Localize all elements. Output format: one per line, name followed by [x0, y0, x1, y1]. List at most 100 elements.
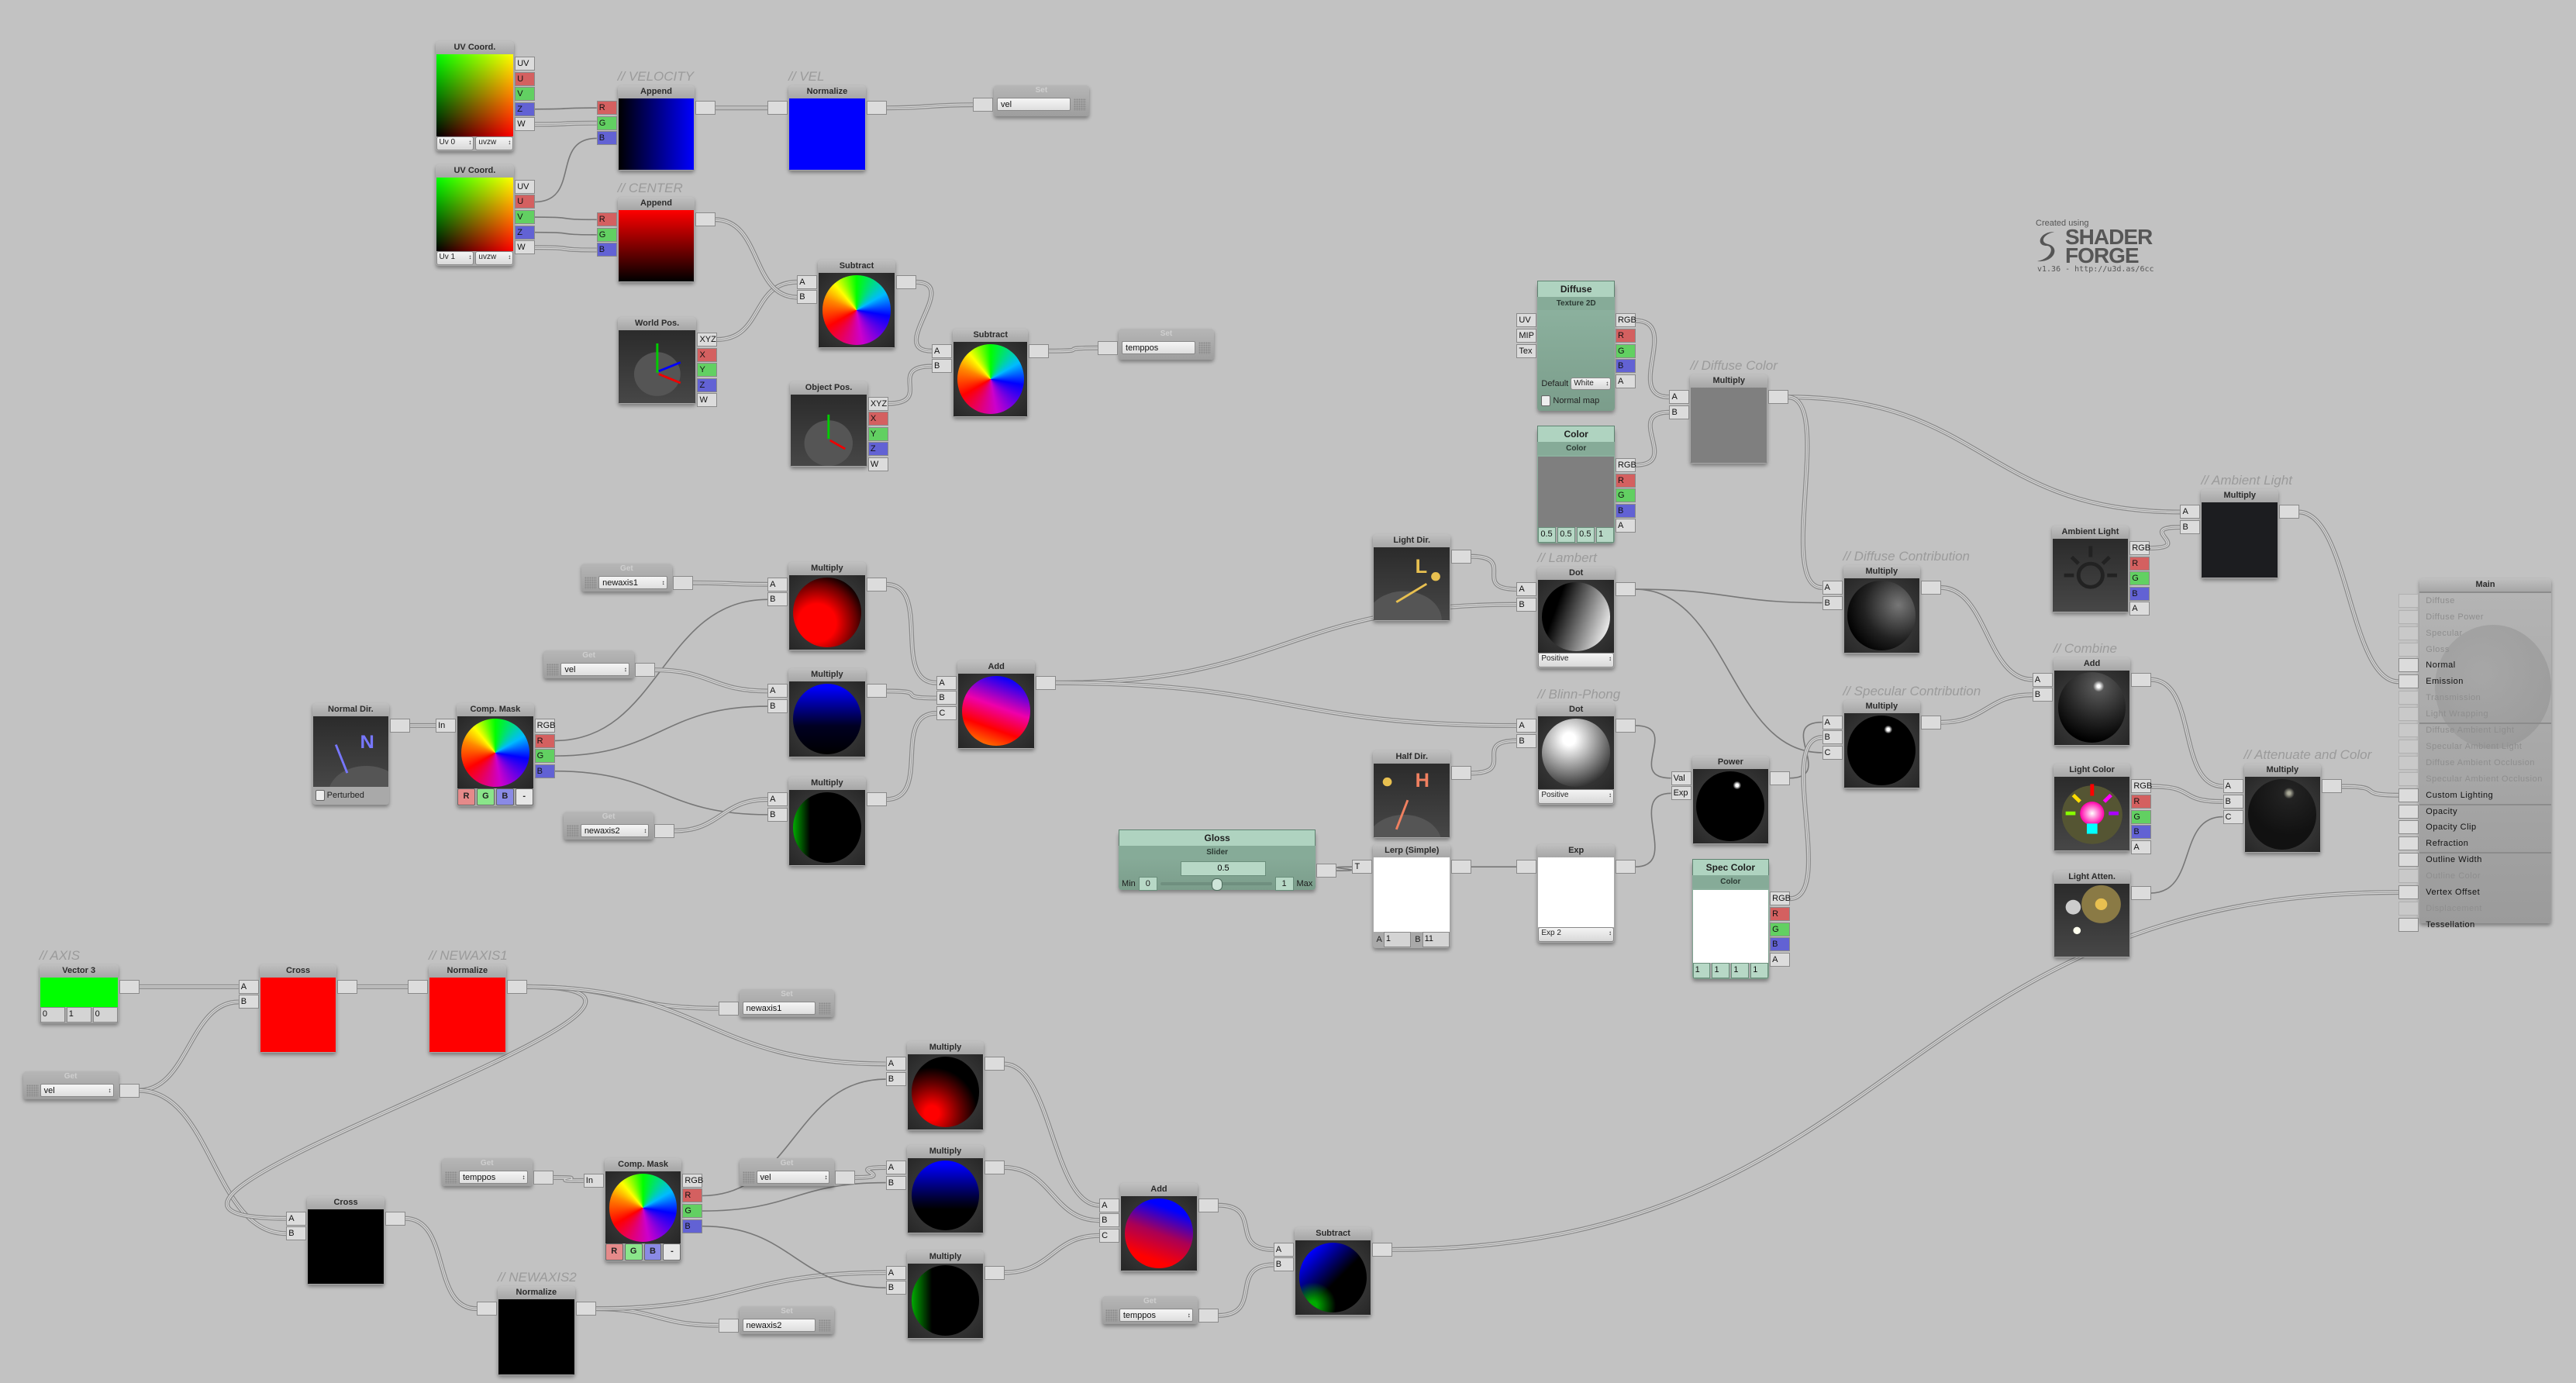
drag-grip[interactable] — [547, 664, 560, 677]
output-port[interactable]: G — [1615, 343, 1636, 358]
input-port[interactable] — [972, 98, 993, 112]
output-port[interactable]: Z — [697, 378, 718, 392]
variable-name-field[interactable]: vel — [996, 98, 1071, 112]
uv-channel-dropdown[interactable]: Uv 1 — [436, 251, 474, 266]
output-port[interactable]: RGB — [534, 718, 556, 733]
output-port[interactable]: V — [515, 210, 536, 225]
output-port[interactable]: XYZ — [867, 396, 888, 411]
mask-toggle-alpha[interactable]: - — [515, 788, 533, 806]
main-input-outline-width[interactable]: Outline Width — [2426, 855, 2482, 865]
main-input-opacity-clip[interactable]: Opacity Clip — [2426, 823, 2477, 833]
connection-wire[interactable] — [653, 669, 768, 692]
node-uv2[interactable]: UV Coord.Uv 1uvzwUVUVZW — [435, 164, 536, 267]
input-port[interactable]: B — [885, 1072, 906, 1087]
output-port[interactable] — [575, 1302, 596, 1316]
input-port[interactable]: A — [932, 343, 953, 358]
connection-wire[interactable] — [1217, 1264, 1274, 1316]
output-port[interactable]: RGB — [1615, 313, 1636, 328]
connection-wire[interactable] — [1634, 319, 1670, 398]
input-port[interactable] — [718, 1318, 739, 1333]
input-port[interactable]: B — [767, 592, 788, 607]
connection-wire[interactable] — [1940, 694, 2033, 723]
output-port[interactable] — [1451, 766, 1472, 781]
connection-wire[interactable] — [526, 986, 886, 1064]
connection-wire[interactable] — [404, 1218, 478, 1309]
output-port[interactable] — [695, 212, 716, 227]
input-port[interactable]: Val — [1671, 771, 1691, 785]
output-port[interactable]: A — [2129, 602, 2150, 616]
value-field[interactable]: 0.5 — [1538, 527, 1557, 543]
input-port[interactable]: A — [767, 684, 788, 698]
connection-wire[interactable] — [552, 1177, 584, 1181]
input-port[interactable]: B — [1273, 1257, 1294, 1272]
connection-wire[interactable] — [1391, 892, 2399, 1250]
connection-wire[interactable] — [1788, 396, 2181, 512]
input-port[interactable]: B — [238, 995, 259, 1009]
variable-name-field[interactable]: newaxis1 — [742, 1001, 816, 1015]
input-port[interactable] — [477, 1302, 498, 1316]
input-port[interactable]: A — [767, 577, 788, 591]
output-port[interactable]: A — [2131, 840, 2152, 854]
output-port[interactable]: W — [697, 393, 718, 408]
connection-wire[interactable] — [2150, 679, 2223, 787]
input-port[interactable]: A — [2032, 672, 2053, 687]
output-port[interactable]: X — [867, 412, 888, 426]
output-port[interactable] — [985, 1057, 1005, 1071]
connection-wire[interactable] — [702, 1181, 886, 1212]
input-port[interactable]: B — [2180, 520, 2201, 535]
connection-wire[interactable] — [2149, 526, 2181, 549]
output-port[interactable] — [1198, 1198, 1219, 1212]
input-port[interactable]: G — [596, 227, 617, 242]
output-port[interactable] — [1615, 860, 1636, 874]
output-port[interactable]: W — [515, 240, 536, 255]
node-lightatten[interactable]: Light Atten. — [2053, 871, 2152, 958]
connection-wire[interactable] — [887, 365, 933, 405]
mask-toggle-alpha[interactable]: - — [663, 1243, 681, 1261]
connection-wire[interactable] — [553, 770, 768, 816]
slider-track[interactable] — [1160, 878, 1272, 892]
connection-wire[interactable] — [854, 1167, 886, 1178]
output-port[interactable]: G — [1615, 488, 1636, 503]
connection-wire[interactable] — [553, 705, 768, 757]
output-port[interactable] — [2279, 505, 2300, 519]
output-port[interactable] — [866, 577, 887, 591]
output-port[interactable] — [390, 718, 411, 733]
output-port[interactable]: G — [2131, 809, 2152, 824]
output-port[interactable] — [1770, 771, 1791, 785]
output-port[interactable] — [985, 1265, 1005, 1280]
node-dot-lambert[interactable]: // LambertDotPositiveAB — [1516, 550, 1636, 669]
output-port[interactable] — [985, 1160, 1005, 1174]
slider-thumb[interactable] — [1211, 878, 1222, 892]
input-port[interactable]: A — [238, 979, 259, 994]
input-port[interactable]: B — [885, 1281, 906, 1295]
value-field-b[interactable]: 11 — [1422, 931, 1450, 947]
input-port[interactable] — [2398, 820, 2419, 835]
connection-wire[interactable] — [715, 219, 798, 298]
output-port[interactable] — [1615, 718, 1636, 733]
output-port[interactable] — [1615, 582, 1636, 597]
input-port[interactable]: C — [1099, 1228, 1120, 1243]
output-port[interactable] — [337, 979, 358, 994]
output-port[interactable]: RGB — [2131, 779, 2152, 794]
output-port[interactable]: RGB — [2129, 541, 2150, 556]
connection-wire[interactable] — [2298, 511, 2399, 682]
connection-wire[interactable] — [534, 137, 597, 203]
output-port[interactable]: R — [534, 733, 555, 748]
